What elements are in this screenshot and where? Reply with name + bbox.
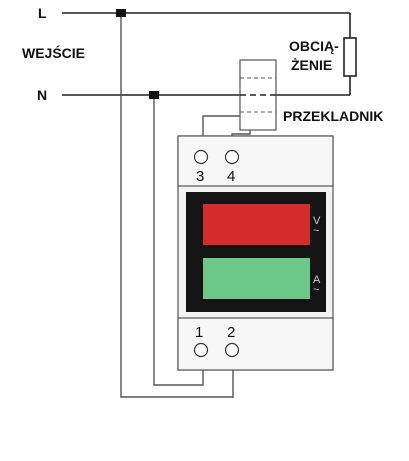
terminal-1 (193, 342, 209, 358)
label-l: L (38, 5, 47, 21)
wire-n-to-terminal-2 (153, 99, 204, 386)
junction-l (116, 9, 126, 17)
terminal-1-label: 1 (195, 324, 203, 341)
current-display (203, 258, 310, 299)
current-transformer (239, 59, 277, 131)
ct-lead-4 (231, 130, 251, 136)
terminal-4 (224, 149, 240, 165)
voltage-unit: V (313, 215, 321, 227)
terminal-2 (224, 342, 240, 358)
wire-l-to-terminal-1 (120, 17, 234, 398)
ct-lead-3 (202, 115, 240, 136)
junction-n (149, 91, 159, 99)
label-n: N (37, 87, 47, 103)
terminal-3-label: 3 (196, 168, 204, 185)
label-load-1: OBCIĄ- (289, 38, 339, 54)
voltage-ac-symbol: ~ (313, 225, 319, 237)
terminal-4-label: 4 (227, 168, 235, 185)
terminal-2-label: 2 (227, 324, 235, 341)
label-transformer: PRZEKLADNIK (283, 108, 383, 124)
load-resistor (343, 37, 357, 77)
voltage-display (203, 204, 310, 245)
current-ac-symbol: ~ (313, 284, 319, 296)
label-input: WEJŚCIE (22, 44, 85, 61)
current-unit: A (313, 274, 321, 286)
label-load-2: ŻENIE (291, 57, 332, 73)
terminal-3 (193, 149, 209, 165)
